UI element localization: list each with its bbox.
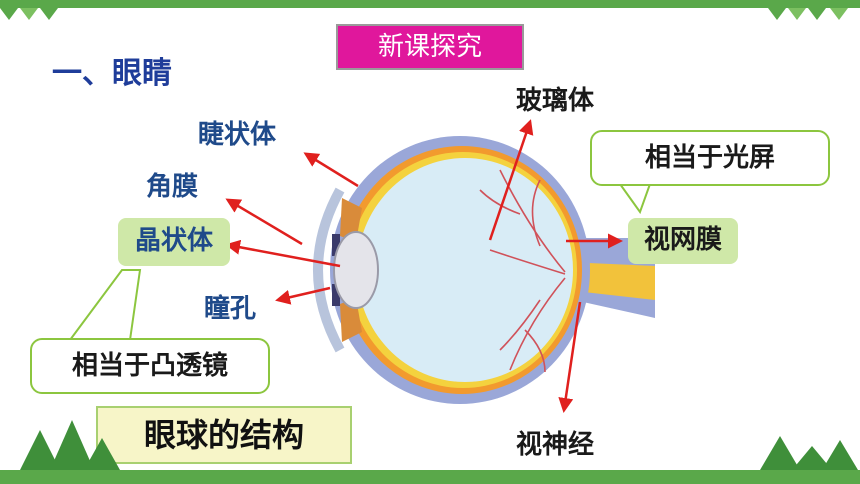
cornea-shape [313,187,345,353]
section-title: 一、眼睛 [52,56,172,91]
callout-retina-analogy: 相当于光屏 [590,130,830,186]
arrow-cornea [225,198,303,246]
arrow-optic-nerve [558,301,582,413]
callout-lens-analogy: 相当于凸透镜 [30,338,270,394]
arrow-vitreous [488,119,534,241]
arrow-pupil [275,286,331,305]
tree-icon [760,436,800,470]
iris-lower [332,284,340,306]
blood-vessels [479,169,566,373]
tree-icon [50,420,94,470]
ciliary-upper [340,198,362,242]
top-accent-bar [0,0,860,8]
arrow-lens [225,239,341,268]
ciliary-lower [340,298,362,342]
tree-icon [84,438,120,470]
retina-callout-pointer [619,183,651,215]
tree-icon [20,430,60,470]
label-retina: 视网膜 [628,218,738,264]
bottom-grass-bar [0,470,860,484]
tree-icons [20,420,858,470]
lesson-badge: 新课探究 [336,24,524,70]
lens-callout-pointer [69,269,142,341]
lens-shape [333,231,379,309]
label-vitreous: 玻璃体 [516,86,595,116]
diagram-caption: 眼球的结构 [96,406,352,464]
label-optic-nerve: 视神经 [516,430,595,460]
iris-upper [332,234,340,256]
tree-icon [822,440,858,470]
tree-icon [792,446,832,470]
arrow-ciliary-body [303,152,359,188]
top-triangle-decoration [0,8,848,20]
label-lens: 晶状体 [118,218,230,266]
label-cornea: 角膜 [146,172,199,202]
label-pupil: 瞳孔 [204,294,257,324]
label-ciliary-body: 睫状体 [198,120,277,150]
